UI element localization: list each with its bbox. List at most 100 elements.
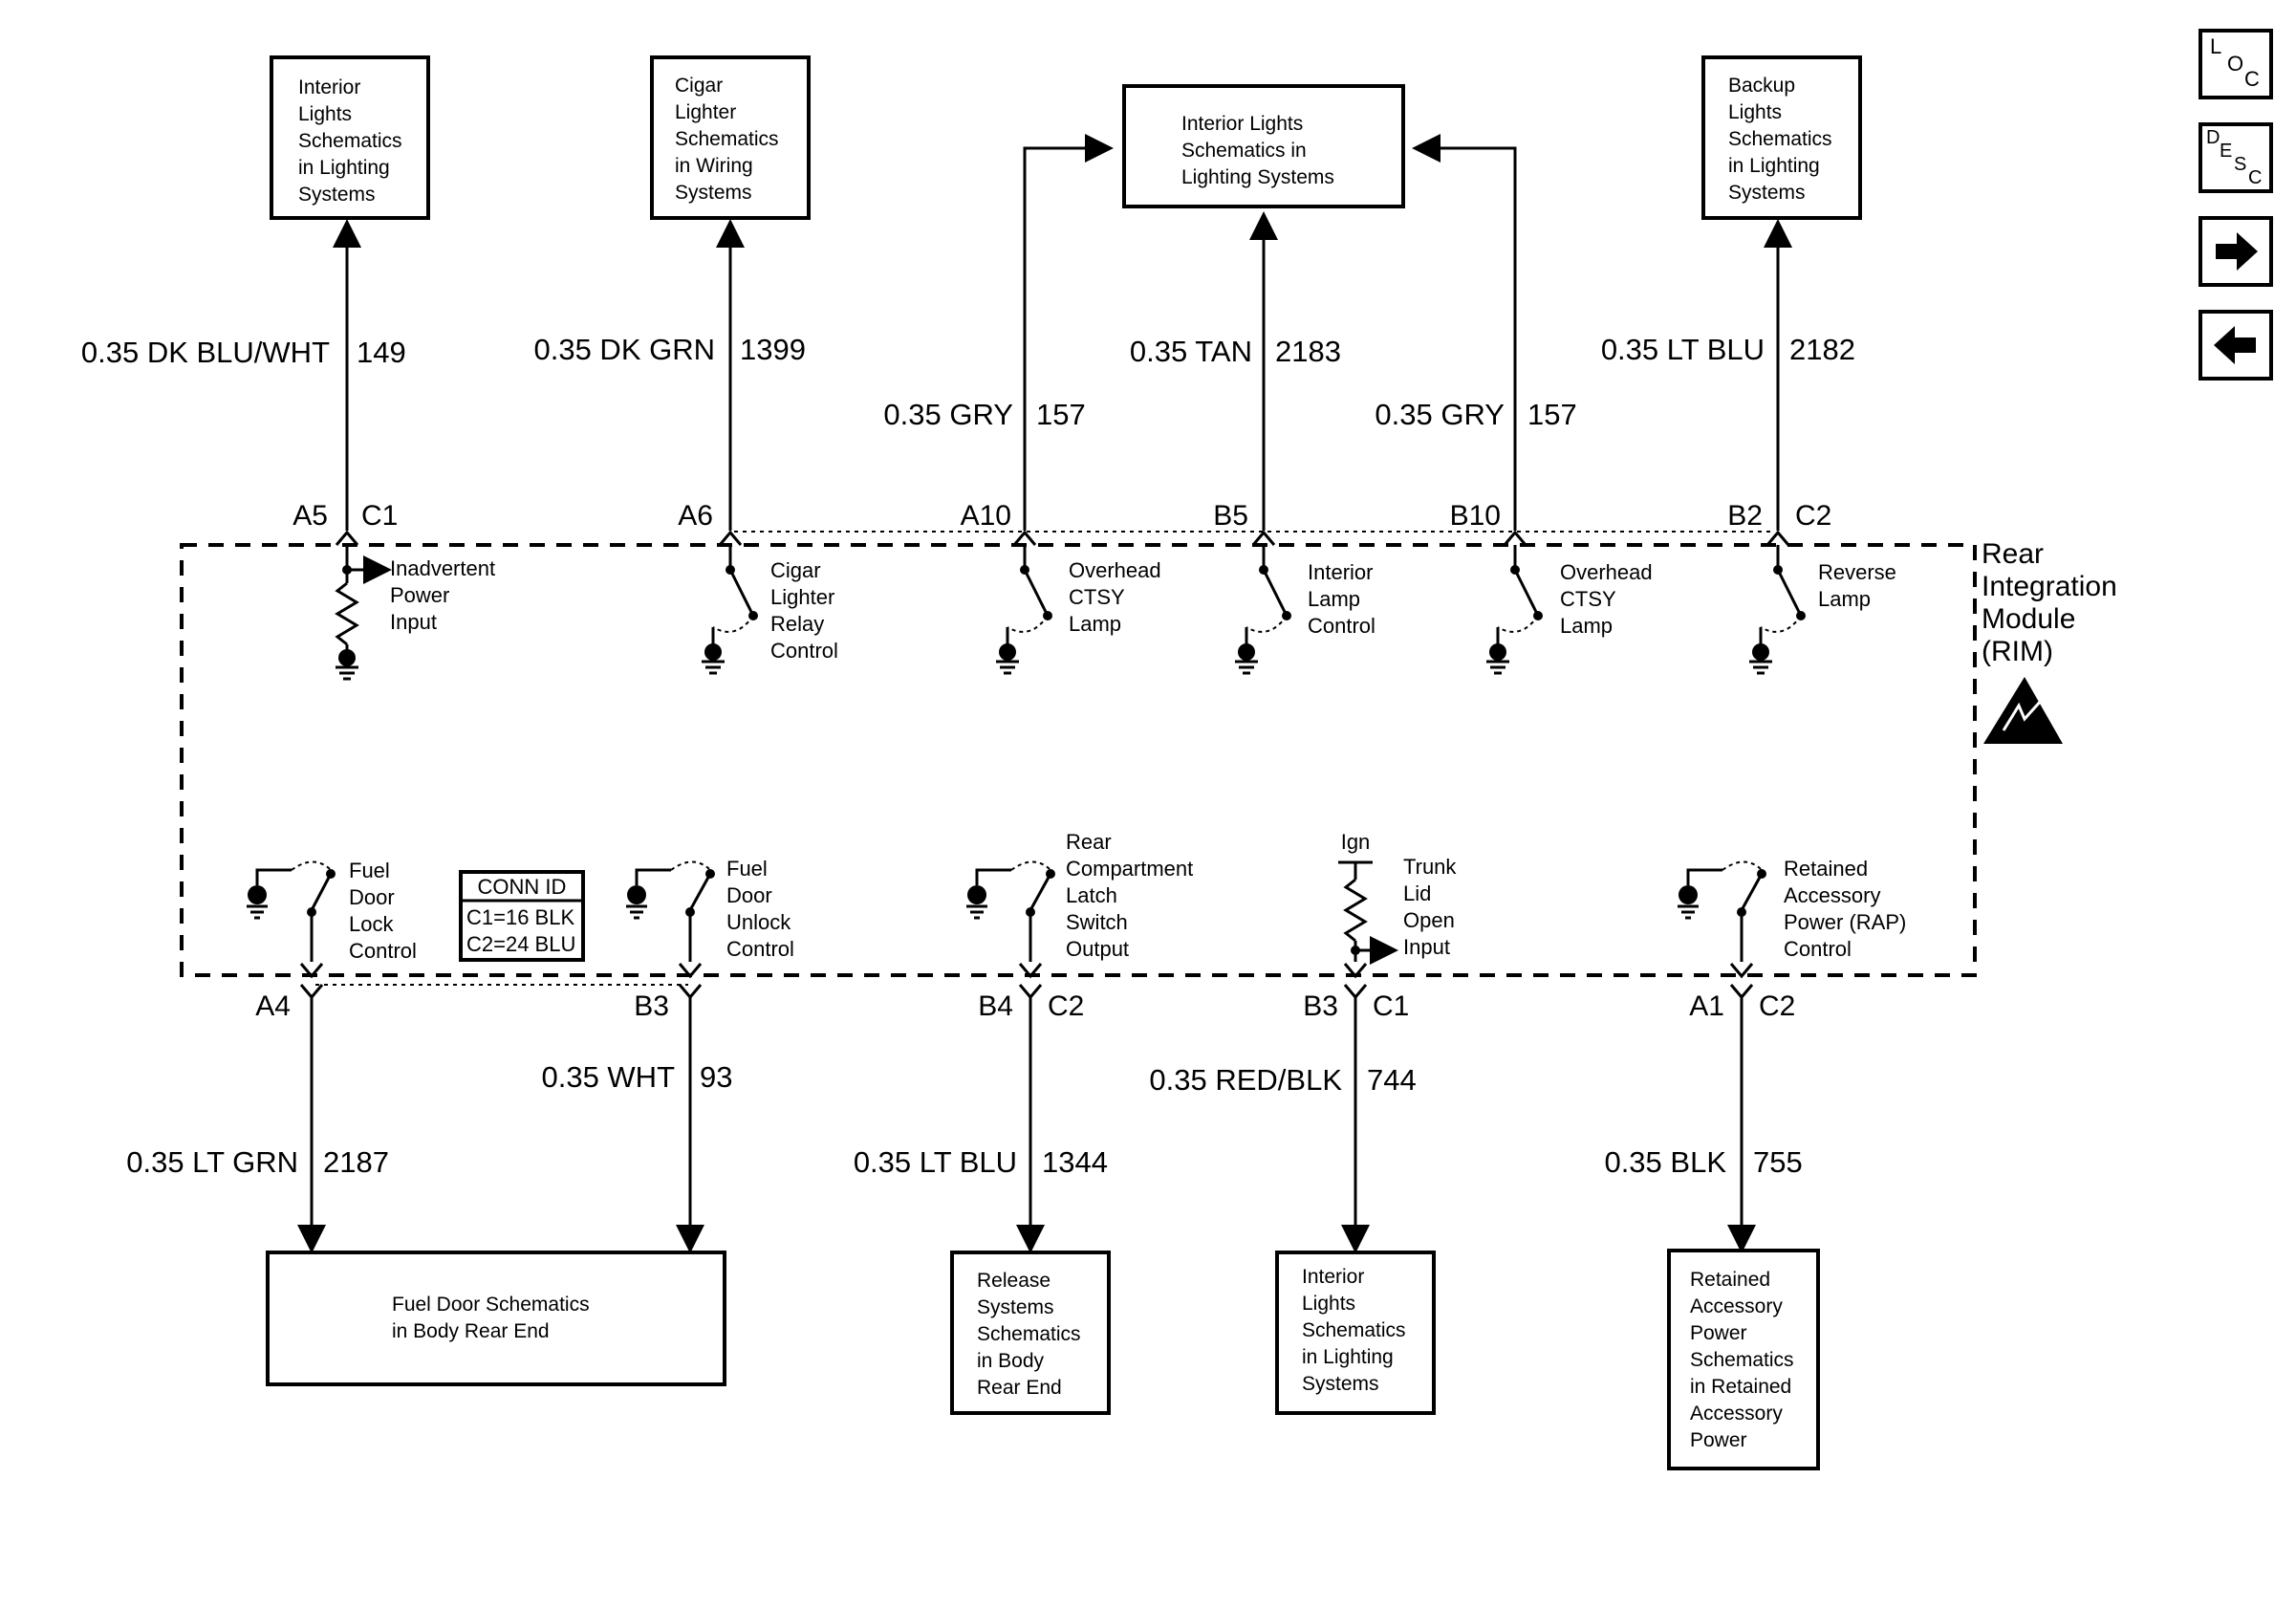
component-label: Lamp [1069, 612, 1121, 636]
component-label: Lamp [1818, 587, 1871, 611]
component-label: Overhead [1560, 560, 1653, 584]
arrow-left-icon [2214, 326, 2256, 364]
box-line: Lights [298, 103, 352, 125]
component-label: Overhead [1069, 558, 1161, 582]
box-line: Systems [1728, 182, 1806, 204]
fuel-door-lock-switch: Fuel Door Lock Control [247, 859, 417, 979]
box-line: Systems [977, 1296, 1054, 1318]
pin-label: A4 [255, 990, 291, 1022]
top-pin-labels: A5 C1 A6 A10 B5 B10 B2 C2 [292, 500, 1831, 532]
arrow-right-icon [2216, 232, 2258, 271]
overhead-ctsy-lamp-switch-b: Overhead CTSY Lamp [1486, 530, 1653, 675]
bottom-box-release-systems[interactable]: Release Systems Schematics in Body Rear … [950, 1251, 1111, 1415]
prev-page-button[interactable] [2199, 310, 2273, 381]
circuit-number: 1344 [1042, 1145, 1108, 1179]
pin-label: B3 [1303, 990, 1338, 1022]
box-line: Lights [1302, 1293, 1355, 1315]
conn-id-row: C1=16 BLK [466, 905, 574, 929]
component-label: Lamp [1308, 587, 1360, 611]
ign-supply-label: Ign [1341, 830, 1371, 854]
component-label: Unlock [726, 910, 791, 934]
component-label: Door [726, 883, 772, 907]
reverse-lamp-switch: Reverse Lamp [1749, 530, 1896, 675]
wire-1399: 0.35 DK GRN 1399 [533, 219, 806, 531]
wire-755: 0.35 BLK 755 [1604, 984, 1803, 1253]
next-page-button[interactable] [2199, 216, 2273, 287]
component-label: Reverse [1818, 560, 1896, 584]
interior-lamp-control-switch: Interior Lamp Control [1235, 530, 1375, 675]
connector-label: C1 [361, 500, 398, 532]
component-label: Interior [1308, 560, 1373, 584]
component-label: Lid [1403, 881, 1431, 905]
circuit-number: 2182 [1789, 333, 1855, 366]
bottom-box-retained-accessory-power[interactable]: Retained Accessory Power Schematics in R… [1667, 1249, 1820, 1470]
wire-744: 0.35 RED/BLK 744 [1149, 984, 1417, 1253]
box-line: Interior [298, 76, 360, 98]
loc-button[interactable]: L O C [2199, 29, 2273, 99]
component-label: Control [1308, 614, 1375, 638]
connector-label: C2 [1759, 990, 1795, 1022]
component-label: Control [349, 939, 417, 963]
top-box-interior-lights-systems[interactable]: Interior Lights Schematics in Lighting S… [1122, 84, 1405, 208]
pin-label: A6 [678, 500, 713, 532]
top-box-cigar-lighter[interactable]: Cigar Lighter Schematics in Wiring Syste… [650, 55, 811, 220]
component-label: Control [770, 639, 838, 663]
bottom-box-interior-lights[interactable]: Interior Lights Schematics in Lighting S… [1275, 1251, 1436, 1415]
box-line: Retained [1690, 1269, 1770, 1291]
box-line: Fuel Door Schematics [392, 1294, 590, 1316]
component-label: Lighter [770, 585, 834, 609]
conn-id-title: CONN ID [478, 875, 567, 899]
inadvertent-power-resistor: Inadvertent Power Input [335, 530, 495, 681]
circuit-number: 2183 [1275, 335, 1341, 368]
wire-color-label: 0.35 LT BLU [1601, 333, 1765, 366]
component-label: Compartment [1066, 857, 1193, 881]
bottom-box-fuel-door[interactable]: Fuel Door Schematics in Body Rear End [266, 1251, 726, 1386]
top-box-backup-lights[interactable]: Backup Lights Schematics in Lighting Sys… [1701, 55, 1862, 220]
component-label: Input [390, 610, 437, 634]
wire-color-label: 0.35 LT GRN [126, 1145, 298, 1179]
pin-label: A10 [961, 500, 1011, 532]
box-line: Power [1690, 1429, 1747, 1451]
cigar-lighter-relay-switch: Cigar Lighter Relay Control [702, 530, 838, 675]
box-line: in Lighting [1728, 155, 1820, 177]
loc-letter: O [2227, 52, 2243, 76]
wire-1344: 0.35 LT BLU 1344 [854, 984, 1108, 1253]
component-label: Power (RAP) [1784, 910, 1906, 934]
component-label: Inadvertent [390, 556, 495, 580]
module-name-line: (RIM) [1982, 636, 2053, 667]
component-label: Control [1784, 937, 1852, 961]
box-line: Interior Lights [1181, 113, 1303, 135]
pin-label: B2 [1727, 500, 1763, 532]
bottom-pin-labels: A4 B3 B4 C2 B3 C1 A1 C2 [255, 990, 1795, 1022]
pin-label: B4 [978, 990, 1013, 1022]
desc-letter: E [2220, 141, 2232, 162]
desc-button[interactable]: D E S C [2199, 122, 2273, 193]
box-line: Schematics [1302, 1319, 1406, 1341]
circuit-number: 157 [1527, 398, 1577, 431]
box-line: Accessory [1690, 1403, 1783, 1425]
box-line: in Wiring [675, 155, 753, 177]
loc-letter: C [2244, 67, 2260, 91]
box-line: Rear End [977, 1377, 1062, 1399]
box-line: Schematics [298, 130, 402, 152]
component-label: Fuel [726, 857, 768, 881]
top-box-interior-lights[interactable]: Interior Lights Schematics in Lighting S… [270, 55, 430, 220]
wire-color-label: 0.35 TAN [1130, 335, 1252, 368]
module-name-line: Rear [1982, 538, 2044, 570]
trunk-lid-open-resistor: Ign Trunk Lid Open Input [1338, 830, 1457, 979]
box-line: in Body [977, 1350, 1045, 1372]
circuit-number: 1399 [740, 333, 806, 366]
box-line: Schematics [977, 1323, 1081, 1345]
connector-label: C2 [1048, 990, 1084, 1022]
component-label: Control [726, 937, 794, 961]
component-label: Lamp [1560, 614, 1613, 638]
box-line: Lights [1728, 101, 1782, 123]
box-line: Systems [1302, 1373, 1379, 1395]
overhead-ctsy-lamp-switch-a: Overhead CTSY Lamp [996, 530, 1161, 675]
box-line: Schematics in [1181, 140, 1307, 162]
wire-157-b: 0.35 GRY 157 [1375, 134, 1577, 531]
conn-id-table: CONN ID C1=16 BLK C2=24 BLU [459, 870, 585, 962]
component-label: Retained [1784, 857, 1868, 881]
box-line: Power [1690, 1322, 1747, 1344]
